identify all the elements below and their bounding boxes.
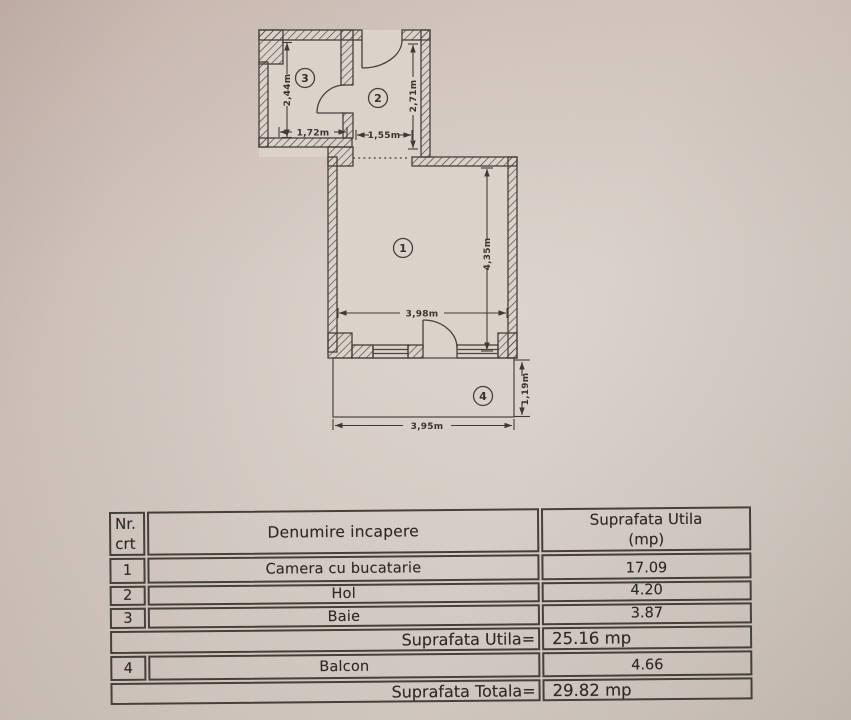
dim-room3-height: 2,44m (283, 74, 293, 107)
header-denumire: Denumire incapere (146, 508, 540, 556)
subtotal-row: Suprafata Utila= 25.16 mp (110, 625, 753, 654)
dim-room2-height: 2,71m (409, 80, 419, 113)
dim-room1-height: 4,35m (483, 238, 493, 271)
floor-plan-drawing: 2,44m 1,72m 2,71m 1,55m (258, 29, 531, 432)
table-header-row: Nr. crt Denumire incapere Suprafata Util… (108, 506, 752, 557)
table-row: 1 Camera cu bucatarie 17.09 (109, 552, 752, 585)
row2-name: Hol (147, 582, 540, 606)
bathroom-door-swing (316, 84, 346, 114)
dimension-lines: 2,44m 1,72m 2,71m 1,55m (278, 41, 531, 432)
row3-area: 3.87 (541, 602, 752, 626)
row4-name: Balcon (148, 652, 541, 681)
total-value: 29.82 mp (542, 677, 753, 702)
header-nr-line1: Nr. (115, 514, 136, 533)
table-row: 3 Baie 3.87 (109, 602, 752, 629)
header-nr-crt: Nr. crt (108, 511, 146, 557)
area-table: Nr. crt Denumire incapere Suprafata Util… (108, 506, 753, 707)
total-label: Suprafata Totala= (110, 679, 541, 705)
header-denumire-label: Denumire incapere (267, 522, 419, 542)
row1-area: 17.09 (541, 552, 752, 581)
dim-balcony-width: 3,95m (411, 422, 444, 432)
dim-room2-width: 1,55m (368, 131, 401, 141)
header-nr-line2: crt (115, 534, 136, 553)
total-row: Suprafata Totala= 29.82 mp (110, 677, 753, 705)
row2-area: 4.20 (541, 580, 752, 603)
walls (258, 29, 518, 359)
dim-room1-width: 3,98m (406, 310, 439, 320)
row1-name: Camera cu bucatarie (147, 554, 540, 584)
room4-number: 4 (479, 390, 487, 403)
room2-number: 2 (374, 92, 382, 105)
row3-name: Baie (147, 604, 540, 629)
subtotal-label: Suprafata Utila= (110, 627, 541, 654)
table-row: 2 Hol 4.20 (109, 580, 752, 607)
windows (372, 344, 499, 359)
room1-number: 1 (399, 242, 407, 255)
header-suprafata-line2: (mp) (628, 530, 665, 549)
subtotal-value: 25.16 mp (542, 625, 753, 651)
header-suprafata-line1: Suprafata Utila (589, 509, 703, 529)
row1-nr: 1 (109, 557, 146, 585)
doors (316, 39, 458, 349)
room-number-markers: 1 2 3 4 (294, 67, 494, 407)
row2-nr: 2 (109, 585, 146, 607)
row4-nr: 4 (110, 655, 147, 681)
balcony-door-swing (422, 319, 458, 349)
header-suprafata: Suprafata Utila (mp) (540, 506, 752, 553)
room-floors (259, 30, 517, 418)
dim-room3-width: 1,72m (297, 129, 330, 139)
row3-nr: 3 (109, 607, 146, 629)
entrance-door-swing (361, 39, 403, 69)
window-left (372, 344, 409, 359)
table-row: 4 Balcon 4.66 (110, 650, 753, 681)
room3-number: 3 (301, 72, 309, 85)
dim-balcony-height: 1,19m (521, 373, 531, 406)
row4-area: 4.66 (542, 650, 753, 678)
window-right (456, 344, 499, 359)
